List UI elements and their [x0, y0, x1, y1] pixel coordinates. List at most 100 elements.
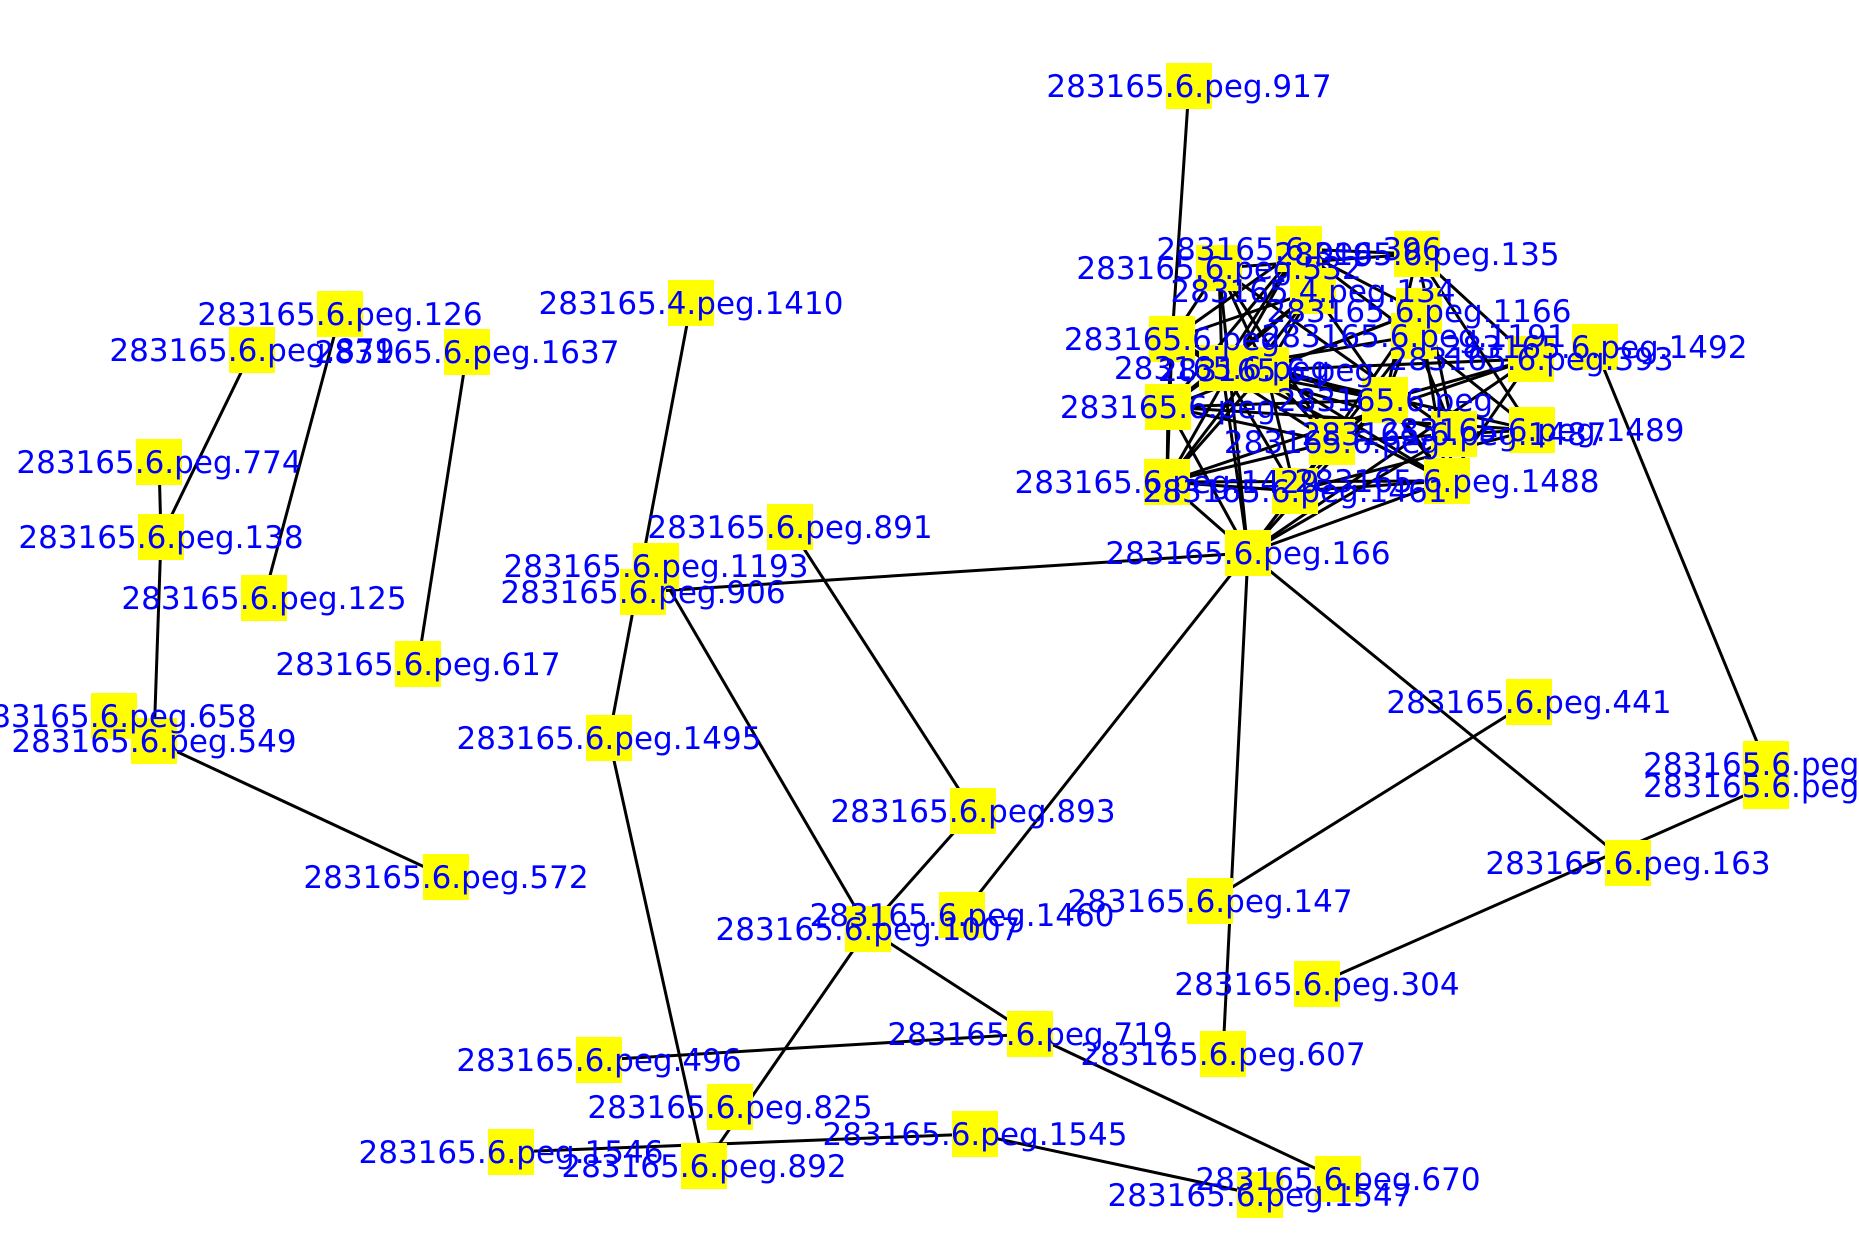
node-n774[interactable] — [136, 439, 182, 485]
node-label-n1429: 283165.6.peg.1429 — [1015, 465, 1320, 501]
node-n135[interactable] — [1394, 231, 1440, 277]
node-n892[interactable] — [681, 1143, 727, 1189]
node-n1461[interactable] — [1272, 468, 1318, 514]
node-label-n1637: 283165.6.peg.1637 — [315, 335, 620, 371]
node-n496[interactable] — [576, 1037, 622, 1083]
node-n658[interactable] — [91, 693, 137, 739]
node-label-c03: 283165.6.peg — [1060, 390, 1276, 426]
edge-n166-n1487 — [1247, 432, 1455, 555]
node-label-n1495: 283165.6.peg.1495 — [457, 721, 762, 757]
node-n1410[interactable] — [668, 280, 714, 326]
node-n879[interactable] — [229, 327, 275, 373]
node-label-n549: 283165.6.peg.549 — [11, 724, 296, 760]
node-label-n893: 283165.6.peg.893 — [830, 794, 1115, 830]
node-n532[interactable] — [1196, 245, 1242, 291]
node-n1495[interactable] — [586, 715, 632, 761]
node-n719[interactable] — [1007, 1011, 1053, 1057]
node-label-n166: 283165.6.peg.166 — [1105, 536, 1390, 572]
node-n917[interactable] — [1166, 63, 1212, 109]
edge-n166-n1460 — [960, 552, 1250, 916]
node-label-n441: 283165.6.peg.441 — [1386, 685, 1671, 721]
edge-n532-n1487 — [1218, 266, 1455, 436]
node-layer — [91, 63, 1789, 1218]
node-label-n917: 283165.6.peg.917 — [1046, 69, 1331, 105]
node-label-n1547: 283165.6.peg.1547 — [1108, 1178, 1413, 1214]
node-c04[interactable] — [1362, 377, 1408, 423]
node-label-n1545: 283165.6.peg.1545 — [823, 1117, 1128, 1153]
node-label-n719: 283165.6.peg.719 — [887, 1017, 1172, 1053]
node-n906[interactable] — [620, 569, 666, 615]
node-n1488[interactable] — [1424, 458, 1470, 504]
node-n396[interactable] — [1276, 226, 1322, 272]
node-n125[interactable] — [241, 575, 287, 621]
node-n1429[interactable] — [1144, 459, 1190, 505]
node-n1637[interactable] — [444, 329, 490, 375]
node-n1545[interactable] — [952, 1111, 998, 1157]
node-n1492[interactable] — [1572, 324, 1618, 370]
node-n1547[interactable] — [1237, 1172, 1283, 1218]
node-label-n1488: 283165.6.peg.1488 — [1295, 464, 1600, 500]
node-n1487[interactable] — [1431, 411, 1477, 457]
node-label-n1489: 283165.6.peg.1489 — [1380, 413, 1685, 449]
node-c01[interactable] — [1149, 316, 1195, 362]
node-n1489[interactable] — [1509, 407, 1555, 453]
node-label-n125: 283165.6.peg.125 — [121, 581, 406, 617]
node-n441[interactable] — [1506, 679, 1552, 725]
node-n393[interactable] — [1508, 336, 1554, 382]
edge-c06-n1488 — [1265, 368, 1448, 483]
edge-n166-c03 — [1166, 406, 1250, 554]
node-label-n1193: 283165.6.peg.1193 — [504, 549, 809, 585]
edge-n441-n147 — [1209, 700, 1530, 903]
node-label-n163: 283165.6.peg.163 — [1485, 846, 1770, 882]
node-c03[interactable] — [1145, 384, 1191, 430]
edge-c03-c04 — [1167, 398, 1386, 409]
node-label-n147: 283165.6.peg.147 — [1067, 884, 1352, 920]
node-label-n396: 283165.6.peg.396 — [1156, 232, 1441, 268]
node-c06[interactable] — [1243, 347, 1289, 393]
node-label-n126: 283165.6.peg.126 — [197, 297, 482, 333]
edge-n1492-n1a — [1593, 346, 1768, 765]
node-n1191[interactable] — [1391, 313, 1437, 359]
edge-n134-c01 — [1171, 289, 1314, 341]
node-n1546[interactable] — [488, 1129, 534, 1175]
node-label-n1410: 283165.4.peg.1410 — [539, 286, 844, 322]
node-label-n572: 283165.6.peg.572 — [303, 860, 588, 896]
node-n304[interactable] — [1294, 961, 1340, 1007]
node-label-c02: 283165.6.peg — [1114, 351, 1330, 387]
node-label-n658: 283165.6.peg.658 — [0, 699, 257, 735]
node-label-n879: 283165.6.peg.879 — [109, 333, 394, 369]
node-n163[interactable] — [1605, 840, 1651, 886]
edge-n1410-n1495 — [607, 302, 693, 739]
node-n1007[interactable] — [845, 906, 891, 952]
node-n126[interactable] — [317, 291, 363, 337]
node-label-n135: 283165.6.peg.135 — [1274, 237, 1559, 273]
node-n670[interactable] — [1315, 1156, 1361, 1202]
edge-c05-n1429 — [1166, 440, 1333, 484]
node-n134[interactable] — [1290, 268, 1336, 314]
edge-n1007-n719 — [867, 927, 1031, 1036]
node-n166[interactable] — [1225, 530, 1271, 576]
node-n891[interactable] — [767, 504, 813, 550]
node-n825[interactable] — [707, 1084, 753, 1130]
node-label-n138: 283165.6.peg.138 — [18, 520, 303, 556]
node-n1460[interactable] — [939, 892, 985, 938]
node-label-n1007: 283165.6.peg.1007 — [716, 912, 1021, 948]
node-n572[interactable] — [423, 854, 469, 900]
node-c05[interactable] — [1309, 419, 1355, 465]
node-n147[interactable] — [1187, 878, 1233, 924]
node-label-n393: 283165.6.peg.393 — [1388, 342, 1673, 378]
node-n549[interactable] — [131, 718, 177, 764]
edge-n126-n125 — [262, 313, 342, 599]
node-n893[interactable] — [950, 788, 996, 834]
node-n617[interactable] — [395, 641, 441, 687]
node-c02[interactable] — [1199, 345, 1245, 391]
node-n138[interactable] — [138, 514, 184, 560]
node-label-c05: 283165.6.peg — [1224, 425, 1440, 461]
node-n607[interactable] — [1200, 1031, 1246, 1077]
node-label-n1492: 283165.6.peg.1492 — [1443, 330, 1748, 366]
edge-c03-c05 — [1167, 405, 1333, 444]
node-n1b[interactable] — [1743, 763, 1789, 809]
edge-n549-n572 — [153, 739, 447, 879]
node-label-n496: 283165.6.peg.496 — [456, 1043, 741, 1079]
